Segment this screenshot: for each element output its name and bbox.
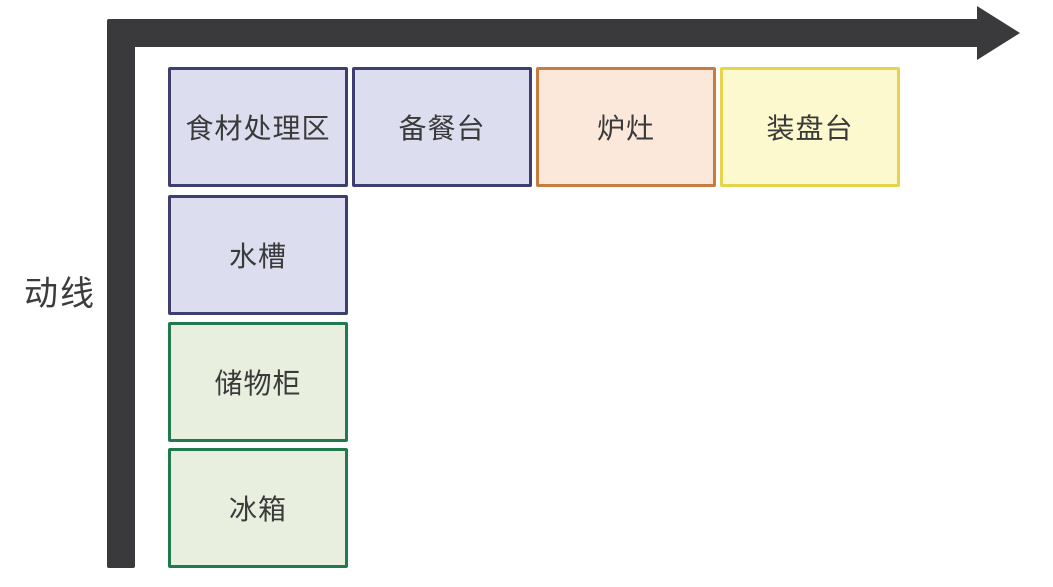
station-box-prep-counter: 备餐台 [352,67,532,187]
station-label: 储物柜 [214,368,302,399]
station-label: 备餐台 [398,113,486,144]
station-box-sink: 水槽 [168,195,348,315]
station-label: 装盘台 [766,113,854,144]
station-box-ingredient-prep-area: 食材处理区 [168,67,348,187]
station-label: 水槽 [228,241,287,272]
flow-arrow-vertical-bar [107,19,135,568]
flow-line-label: 动线 [24,275,96,313]
station-label: 炉灶 [596,113,655,144]
station-label: 冰箱 [228,494,287,525]
station-box-refrigerator: 冰箱 [168,448,348,568]
station-label: 食材处理区 [185,113,331,144]
flow-arrow-horizontal-bar [107,19,978,47]
station-box-plating-counter: 装盘台 [720,67,900,187]
station-box-stove: 炉灶 [536,67,716,187]
station-box-storage-cabinet: 储物柜 [168,322,348,442]
flow-arrow-head-icon [977,6,1020,60]
